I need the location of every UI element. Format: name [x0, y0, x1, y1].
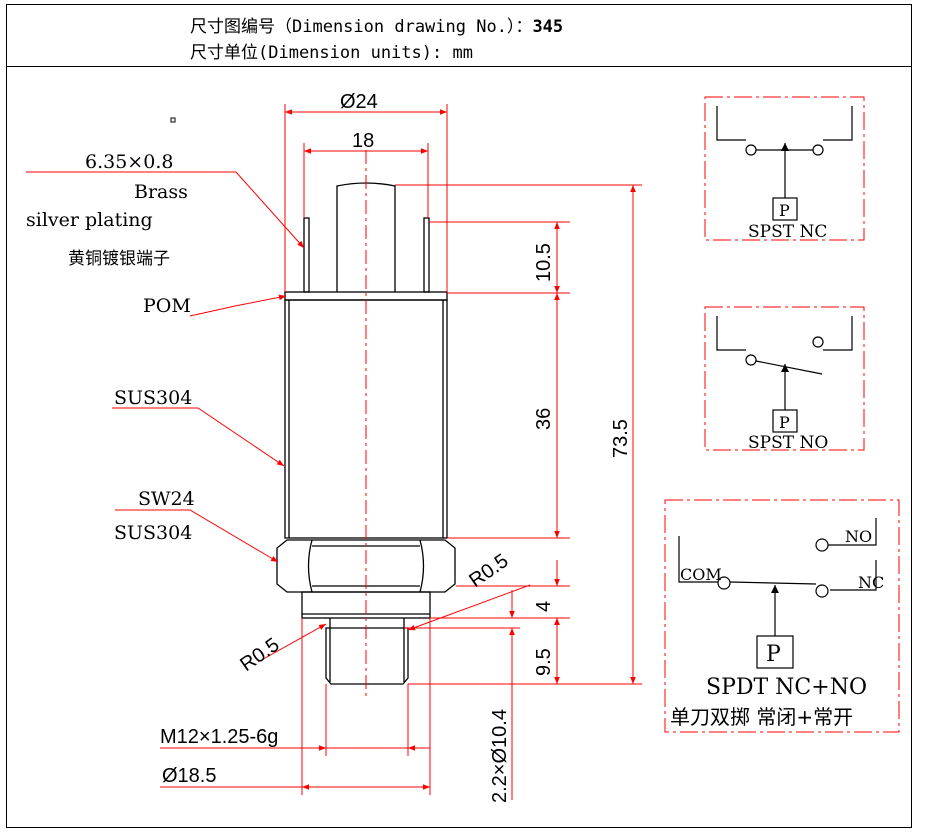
dim-36: 36 — [533, 408, 555, 430]
hex-material-label: SUS304 — [114, 522, 192, 544]
shoulder-dia-label: Ø18.5 — [162, 765, 216, 787]
switch-spdt-caption: SPDT NC+NO — [706, 675, 867, 700]
switch-spst-no: P SPST NO — [704, 306, 865, 453]
switch-no-label: NO — [845, 527, 872, 546]
dim-dia-24: Ø24 — [340, 91, 378, 113]
terminal-material-2: silver plating — [26, 209, 153, 231]
dim-4: 4 — [533, 601, 555, 612]
body-material-label: SUS304 — [114, 387, 192, 409]
units-line: 尺寸单位(Dimension units): mm — [190, 43, 473, 63]
drawing-number-line: 尺寸图编号（Dimension drawing No.）：345 — [190, 12, 563, 37]
dimension-lines — [26, 104, 642, 800]
switch-no-caption: SPST NO — [748, 433, 828, 453]
pom-label: POM — [143, 295, 191, 317]
dim-groove: 2.2×Ø10.4 — [489, 709, 511, 803]
drawing-frame — [6, 4, 912, 828]
terminal-size-label: 6.35×0.8 — [85, 151, 173, 173]
dim-18: 18 — [352, 130, 374, 152]
hex-size-label: SW24 — [138, 488, 195, 510]
switch-p: P — [766, 642, 781, 667]
switch-nc-label: NC — [858, 573, 884, 592]
dim-10-5: 10.5 — [533, 243, 555, 282]
header-separator — [6, 66, 912, 67]
terminal-cn-label: 黄铜镀银端子 — [68, 249, 170, 269]
drawing-number: 345 — [532, 17, 564, 37]
dim-73-5: 73.5 — [610, 419, 632, 458]
small-dot — [170, 117, 176, 123]
material-labels: 6.35×0.8 Brass silver plating POM SUS304… — [26, 151, 195, 544]
switch-p: P — [779, 201, 790, 220]
drawing-number-label: 尺寸图编号（Dimension drawing No.）： — [190, 17, 533, 37]
dim-r-left: R0.5 — [236, 634, 283, 676]
thread-label: M12×1.25-6g — [160, 726, 278, 748]
switch-spdt: P COM NO NC SPDT NC+NO 单刀双掷 常闭+常开 — [664, 499, 900, 733]
dimension-texts: Ø24 18 10.5 36 73.5 4 9.5 2.2×Ø10.4 R0.5… — [160, 91, 632, 803]
switch-com-label: COM — [680, 565, 722, 584]
switch-spdt-cn-caption: 单刀双掷 常闭+常开 — [670, 705, 853, 729]
dim-9-5: 9.5 — [533, 648, 555, 676]
switch-nc-caption: SPST NC — [748, 222, 827, 242]
switch-p: P — [779, 413, 790, 432]
terminal-material-1: Brass — [134, 181, 188, 203]
switch-spst-nc: P SPST NC — [704, 96, 865, 242]
